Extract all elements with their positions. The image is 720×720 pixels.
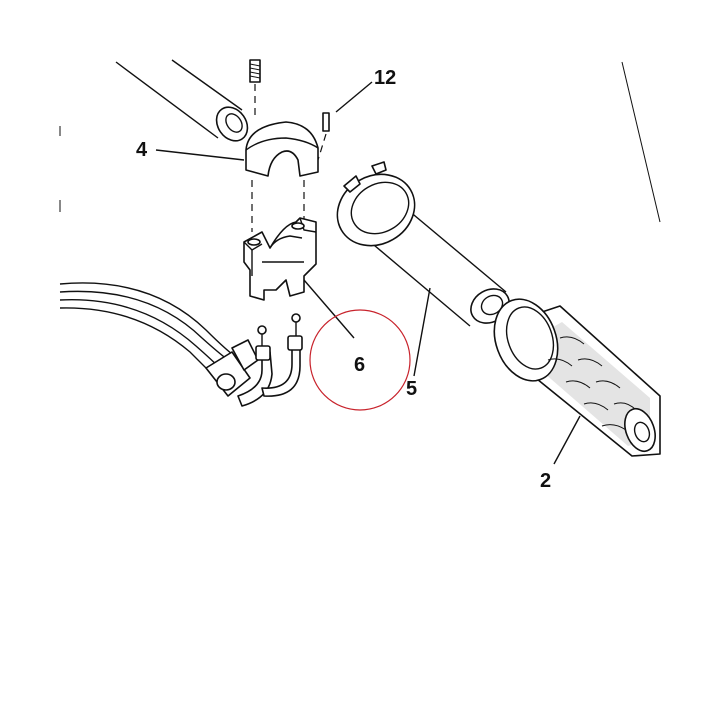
callout-2: 2 (540, 470, 551, 492)
leader-2 (553, 415, 581, 465)
leader-4 (155, 149, 245, 161)
leader-5 (413, 287, 431, 377)
leader-12 (335, 81, 373, 113)
upper-clamp-half (245, 121, 319, 232)
callout-5: 5 (406, 378, 417, 400)
callout-12: 12 (374, 67, 396, 89)
throttle-sleeve (336, 161, 510, 327)
handlebar-grip (493, 298, 661, 457)
clamp-bolt (249, 59, 261, 118)
callout-6: 6 (354, 354, 365, 376)
callout-4: 4 (136, 139, 148, 161)
locating-pin (317, 112, 330, 161)
highlight-circle (309, 309, 411, 411)
lower-clamp-half (243, 217, 317, 301)
leader-6 (303, 279, 355, 339)
frame-edge (59, 61, 661, 223)
leader-lines (155, 81, 581, 465)
throttle-cables (59, 282, 303, 407)
handlebar-tube (115, 59, 249, 142)
